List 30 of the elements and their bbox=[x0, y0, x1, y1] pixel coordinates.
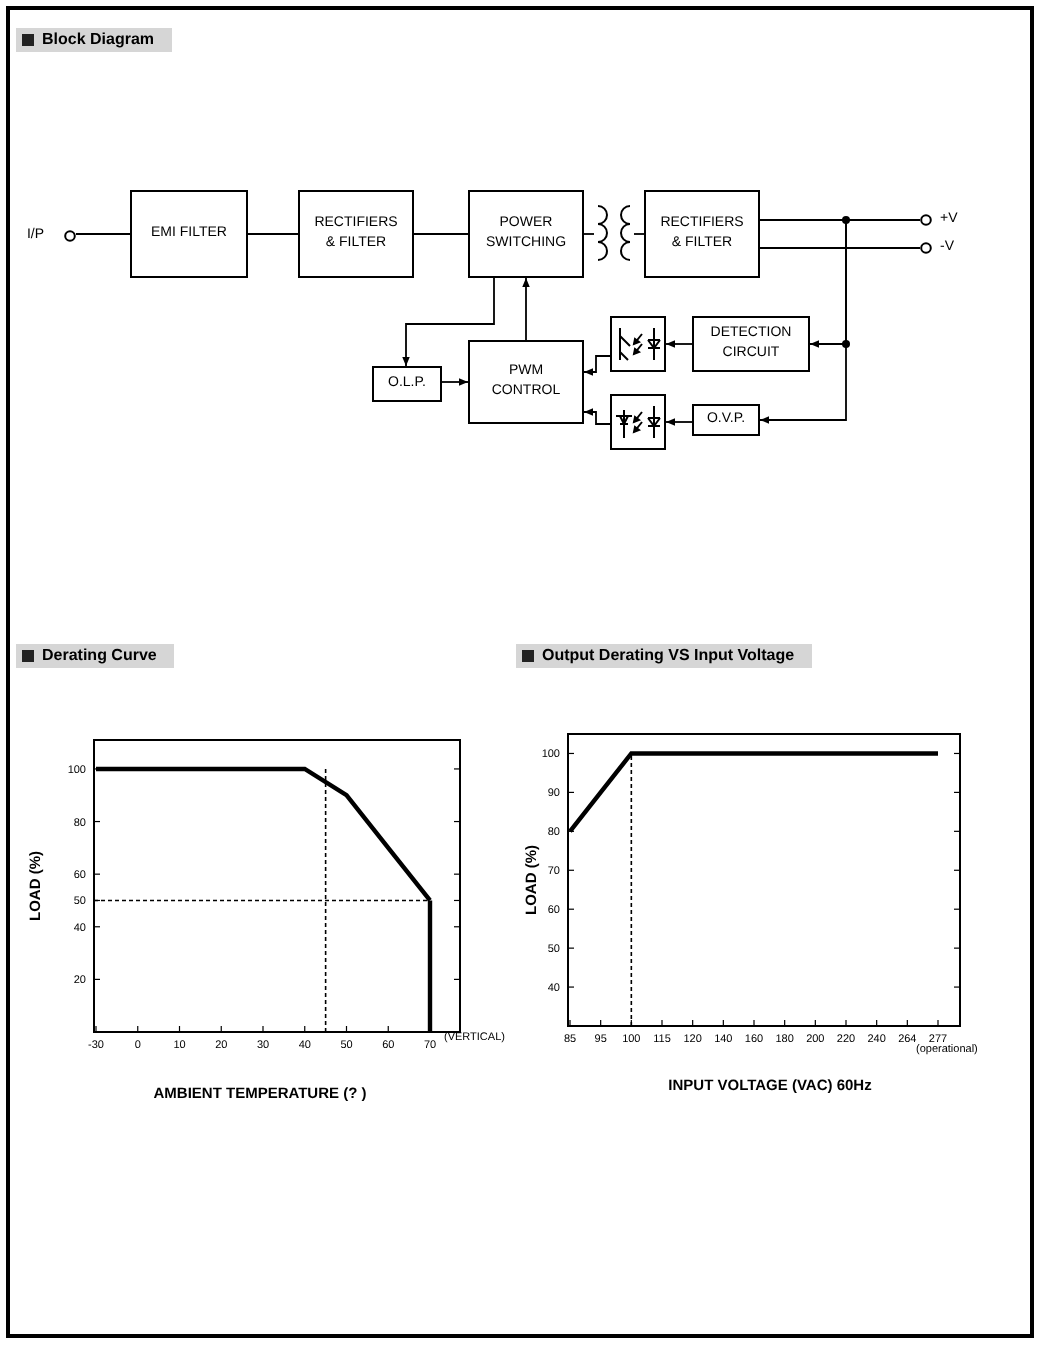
connector-line bbox=[413, 233, 469, 235]
connector-line bbox=[247, 233, 299, 235]
process-box bbox=[692, 404, 760, 436]
terminal-circle bbox=[920, 242, 932, 254]
arrow bbox=[665, 418, 693, 426]
process-box bbox=[468, 190, 584, 278]
process-box bbox=[298, 190, 414, 278]
arrow bbox=[583, 408, 611, 425]
process-box bbox=[130, 190, 248, 278]
arrow bbox=[665, 340, 693, 348]
arrow bbox=[759, 219, 847, 424]
connector-line bbox=[583, 233, 595, 235]
section-heading: Output Derating VS Input Voltage bbox=[542, 648, 797, 664]
process-box bbox=[372, 366, 442, 402]
optocoupler-symbol bbox=[610, 394, 666, 450]
section-heading: Derating Curve bbox=[42, 648, 159, 664]
connector-line bbox=[759, 247, 921, 249]
arrow bbox=[522, 277, 530, 341]
connector-line bbox=[75, 233, 131, 235]
process-box bbox=[692, 316, 810, 372]
process-box bbox=[644, 190, 760, 278]
arrow bbox=[441, 378, 469, 386]
section-heading: Block Diagram bbox=[42, 32, 157, 48]
process-box bbox=[468, 340, 584, 424]
connector-line bbox=[633, 233, 645, 235]
arrow bbox=[402, 277, 495, 367]
optocoupler-symbol bbox=[610, 316, 666, 372]
terminal-circle bbox=[920, 214, 932, 226]
terminal-circle bbox=[64, 230, 76, 242]
arrow bbox=[583, 355, 611, 376]
